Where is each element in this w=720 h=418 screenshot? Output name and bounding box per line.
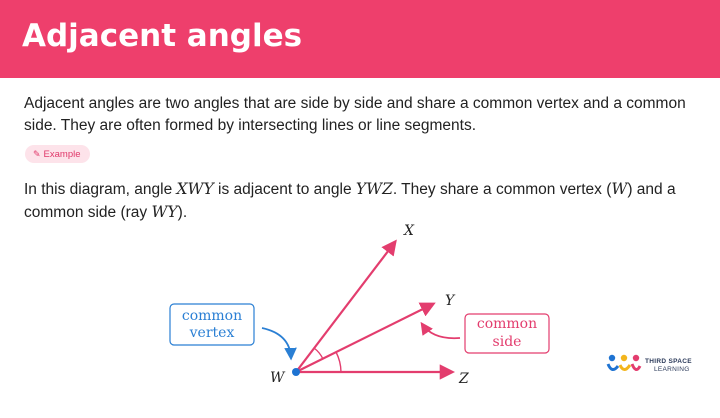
common-vertex-line1: common — [182, 308, 242, 324]
ray-wy: WY — [151, 203, 178, 221]
logo-line1: THIRD SPACE — [645, 358, 692, 365]
vertex-callout-arrow — [261, 327, 297, 361]
ray-wx — [295, 239, 397, 373]
common-vertex-callout — [169, 303, 255, 346]
label-w: W — [270, 370, 286, 386]
common-side-line2: side — [493, 334, 522, 350]
angle-arc-ywz — [335, 351, 342, 373]
angle-ywz: YWZ — [355, 180, 393, 198]
page-title: Adjacent angles — [22, 18, 303, 54]
logo-wordmark: THIRD SPACE LEARNING — [645, 358, 692, 374]
pencil-icon: ✎ — [33, 149, 41, 159]
logo-line2: LEARNING — [654, 366, 690, 373]
example-badge: ✎Example — [25, 145, 90, 163]
example-text: In this diagram, angle XWY is adjacent t… — [24, 178, 704, 224]
title-banner: Adjacent angles — [0, 0, 720, 78]
angle-arc-xwy — [313, 347, 324, 360]
common-side-line1: common — [477, 316, 537, 332]
angle-xwy: XWY — [176, 180, 214, 198]
example-badge-label: Example — [43, 149, 81, 160]
example-text-part: ). — [177, 204, 188, 221]
example-text-part: is adjacent to angle — [213, 181, 356, 198]
vertex-dot — [292, 368, 300, 376]
intro-paragraph: Adjacent angles are two angles that are … — [24, 95, 686, 134]
third-space-logo-icon — [606, 354, 642, 371]
common-side-callout — [464, 313, 550, 354]
example-text-part: In this diagram, angle — [24, 181, 177, 198]
common-vertex-line2: vertex — [189, 325, 235, 341]
label-z: Z — [458, 371, 469, 387]
example-text-part: . They share a common vertex ( — [392, 181, 612, 198]
ray-wy-line — [295, 302, 436, 373]
label-y: Y — [445, 293, 456, 309]
example-text-part: ) and a common side (ray — [24, 181, 676, 221]
side-callout-arrow — [420, 321, 461, 340]
vertex-w: W — [611, 180, 628, 198]
label-x: X — [403, 223, 415, 239]
